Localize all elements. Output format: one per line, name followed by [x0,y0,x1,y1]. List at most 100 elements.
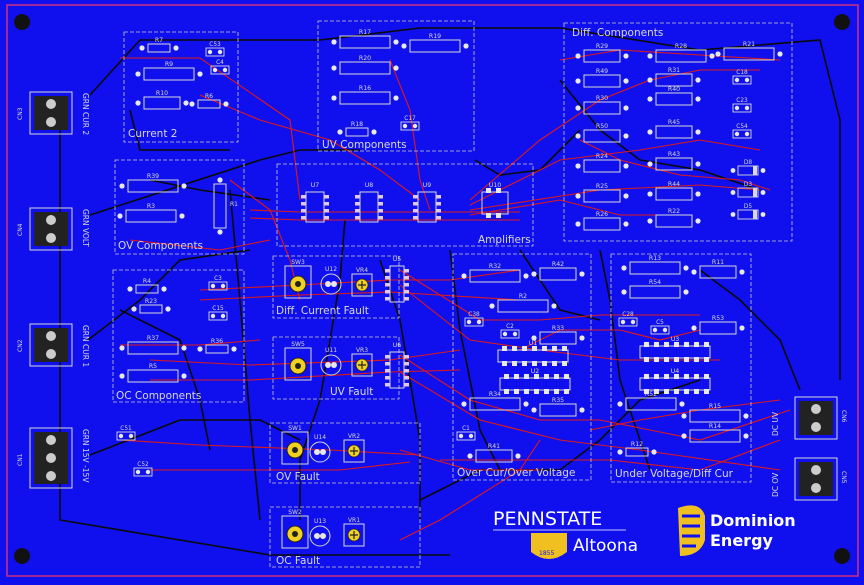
resistor-ref: R9 [165,61,173,68]
resistor-ref: R6 [205,93,213,100]
connector-cn4-ref: CN4 [17,223,24,236]
resistor-ref: R2 [519,293,527,300]
dominion-line1: Dominion [710,511,796,530]
label-uv-components: UV Components [322,139,407,151]
ic-ref: U5 [393,256,402,263]
ic-u5: U5 [385,256,409,303]
resistor-ref: R28 [675,43,687,50]
resistor-r13: R13 [621,255,689,275]
capacitor-c15: C15 [208,306,228,321]
pot-ref: VR4 [356,267,368,274]
pot-vr2: VR2 [343,433,365,463]
connector-cn1-ref: CN1 [17,453,24,466]
pot-vr3: VR3 [351,347,373,377]
resistor-ref: R29 [596,43,608,50]
resistor-r42: R42 [531,261,585,281]
resistor-ref: R16 [359,85,371,92]
resistor-r52: R52 [617,391,685,411]
connector-cn2-label: GRN CUR 1 [81,325,90,367]
label-ov-components: OV Components [118,240,203,252]
resistor-ref: R35 [552,397,564,404]
switch-sw3: SW3 [284,259,312,299]
diode-d5: D5 [730,204,766,220]
resistor-ref: R43 [668,151,680,158]
resistor-r19: R19 [401,33,469,53]
label-ov-fault: OV Fault [276,471,320,483]
led-ref: U14 [314,434,326,441]
resistor-r26: R26 [575,211,629,231]
ic-u1: U1 [497,340,569,366]
connector-cn5-ref: CN5 [840,471,847,484]
resistor-ref: R12 [631,441,643,448]
pennstate-shield-icon [531,533,567,559]
label-uv-fault: UV Fault [330,386,373,398]
resistor-ref: R31 [668,67,680,74]
connector-cn6-label: DC UV [771,411,780,436]
diode-d3: D3 [730,182,766,198]
capacitor-c3: C3 [208,276,228,291]
pot-ref: VR2 [348,433,360,440]
pennstate-year: 1855 [539,550,554,557]
capacitor-ref: C53 [209,42,221,48]
capacitor-c17: C17 [400,116,420,131]
led-u14: U14 [309,434,331,463]
capacitor-ref: C18 [736,70,748,76]
resistor-r15: R15 [681,403,749,423]
capacitor-c1: C1 [456,426,476,441]
resistor-r54: R54 [621,279,689,299]
connector-cn4-label: GRN VOLT [81,209,90,247]
switch-ref: SW5 [291,341,305,348]
resistor-r50: R50 [575,123,629,143]
resistor-r35: R35 [531,397,585,417]
diode-ref: D5 [744,204,752,210]
resistor-r1: R1 [213,177,238,235]
ic-ref: U9 [423,182,432,189]
capacitor-ref: C3 [214,276,222,282]
dominion-flame-icon [678,505,705,556]
section-frames [112,20,793,568]
resistor-r33: R33 [531,325,585,345]
ic-u9: U9 [413,182,441,223]
resistor-ref: R26 [596,211,608,218]
resistor-r12: R12 [617,441,657,457]
resistor-r18: R18 [337,121,377,137]
capacitor-ref: C28 [622,312,634,318]
resistor-ref: R42 [552,261,564,268]
resistor-ref: R7 [155,37,163,44]
connector-cn4: CN4 GRN VOLT [17,207,90,251]
label-under-voltage-diff-cur: Under Voltage/Diff Cur [615,468,734,480]
resistor-r2: R2 [489,293,557,313]
pot-vr1: VR1 [343,517,365,547]
resistor-ref: R54 [649,279,661,286]
resistor-r25: R25 [575,183,629,203]
capacitor-ref: C52 [137,462,149,468]
resistor-r17: R17 [331,29,399,49]
resistor-ref: R53 [712,315,724,322]
resistor-r4: R4 [127,278,167,294]
pennstate-logo: PENNSTATE 1855 Altoona [493,508,638,559]
resistor-r39: R39 [119,173,187,193]
resistor-r40: R40 [647,86,701,106]
led-ref: U11 [325,347,337,354]
label-oc-fault: OC Fault [276,555,320,567]
resistor-r21: R21 [715,41,783,61]
resistor-r11: R11 [691,259,745,279]
resistor-r45: R45 [647,119,701,139]
switch-sw5: SW5 [284,341,312,381]
ic-u3: U3 [639,336,711,362]
ic-u2: U2 [499,368,571,394]
resistor-ref: R40 [668,86,680,93]
resistor-ref: R37 [147,335,159,342]
resistor-r53: R53 [691,315,745,335]
diode-ref: D8 [744,160,752,166]
ic-ref: U6 [393,342,402,349]
label-amplifiers: Amplifiers [478,234,531,246]
capacitor-c54: C54 [732,124,752,139]
capacitor-c28: C28 [618,312,638,327]
switch-ref: SW2 [288,509,302,516]
capacitor-c18: C18 [732,70,752,85]
